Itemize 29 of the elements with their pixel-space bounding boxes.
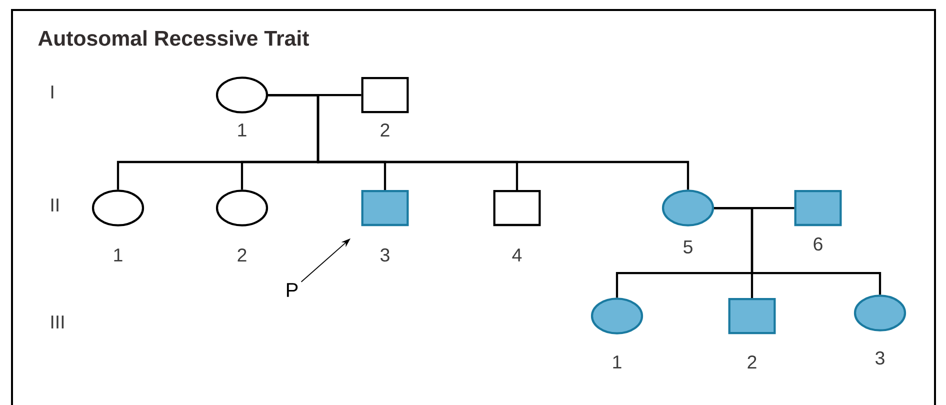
generation-numeral: II bbox=[51, 198, 58, 212]
female-circle bbox=[216, 76, 268, 114]
individual-number: 2 bbox=[380, 123, 390, 137]
male-square bbox=[493, 190, 541, 226]
individual-number: 1 bbox=[114, 248, 122, 262]
generation-numeral: III bbox=[51, 316, 64, 328]
male-square bbox=[361, 76, 409, 114]
generation-numeral: I bbox=[51, 86, 54, 98]
female-circle bbox=[216, 190, 268, 226]
individual-number: 4 bbox=[512, 248, 522, 262]
individual-number: 1 bbox=[613, 356, 622, 368]
descent-line bbox=[714, 206, 882, 295]
individual-number: 6 bbox=[814, 237, 822, 251]
individual-number: 1 bbox=[238, 124, 246, 136]
individual-number: 2 bbox=[238, 248, 246, 262]
female-circle bbox=[854, 294, 906, 332]
proband-label: P bbox=[286, 283, 298, 297]
male-square bbox=[361, 190, 409, 226]
descent-line bbox=[268, 94, 690, 190]
male-square bbox=[794, 190, 842, 226]
individual-number: 5 bbox=[684, 240, 692, 254]
individual-number: 2 bbox=[748, 355, 756, 369]
male-square bbox=[728, 298, 776, 334]
female-circle bbox=[662, 190, 714, 226]
female-circle bbox=[590, 298, 644, 334]
individual-number: 3 bbox=[876, 351, 884, 365]
title: Autosomal Recessive Trait bbox=[38, 30, 309, 46]
female-circle bbox=[92, 190, 144, 226]
individual-number: 3 bbox=[380, 248, 390, 262]
